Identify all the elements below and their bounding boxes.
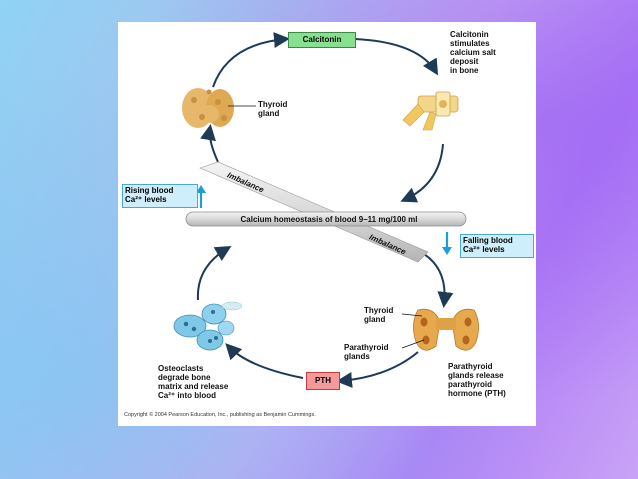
bone-icon (402, 91, 459, 131)
rising-arrow-icon (196, 185, 206, 208)
thyroid-bottom-label: Thyroid gland (364, 306, 394, 324)
thyroid-bottom-pointer (401, 313, 423, 317)
osteoclast-effect-text: Osteoclasts degrade bone matrix and rele… (158, 364, 229, 400)
falling-arrow-icon (442, 232, 452, 255)
arrow-imbalance-to-thyroid-top (200, 124, 219, 163)
pth-effect-text: Parathyroid glands release parathyroid h… (448, 362, 506, 398)
copyright-text: Copyright © 2004 Pearson Education, Inc.… (124, 412, 316, 418)
thyroid-gland-icon (182, 88, 234, 128)
homeostasis-bar (185, 211, 467, 227)
arrow-pth-to-osteoclasts (225, 343, 304, 379)
arrow-parathyroid-to-pth (336, 351, 419, 388)
calcitonin-box: Calcitonin (288, 32, 356, 48)
slide: Calcitonin Calcitonin stimulates calcium… (118, 22, 536, 426)
diagram-graphics (173, 32, 479, 388)
parathyroid-pointer (401, 339, 425, 349)
parathyroid-gland-icon (413, 308, 479, 351)
falling-level-box: Falling blood Ca²⁺ levels (460, 234, 534, 258)
arrow-imbalance-to-parathyroid (423, 253, 454, 308)
osteoclasts-icon (173, 301, 243, 351)
arrow-osteoclasts-to-homeostasis (196, 245, 232, 301)
thyroid-top-label: Thyroid gland (258, 100, 288, 118)
arrow-bone-to-homeostasis (400, 143, 444, 203)
arrow-calcitonin-to-bone (354, 38, 439, 76)
rising-level-box: Rising blood Ca²⁺ levels (122, 184, 198, 208)
parathyroid-label: Parathyroid glands (344, 343, 389, 361)
arrow-thyroid-to-calcitonin (212, 32, 290, 88)
homeostasis-label: Calcium homeostasis of blood 9–11 mg/100… (240, 215, 418, 224)
pth-box: PTH (306, 372, 340, 390)
calcitonin-effect-text: Calcitonin stimulates calcium salt depos… (450, 30, 496, 75)
